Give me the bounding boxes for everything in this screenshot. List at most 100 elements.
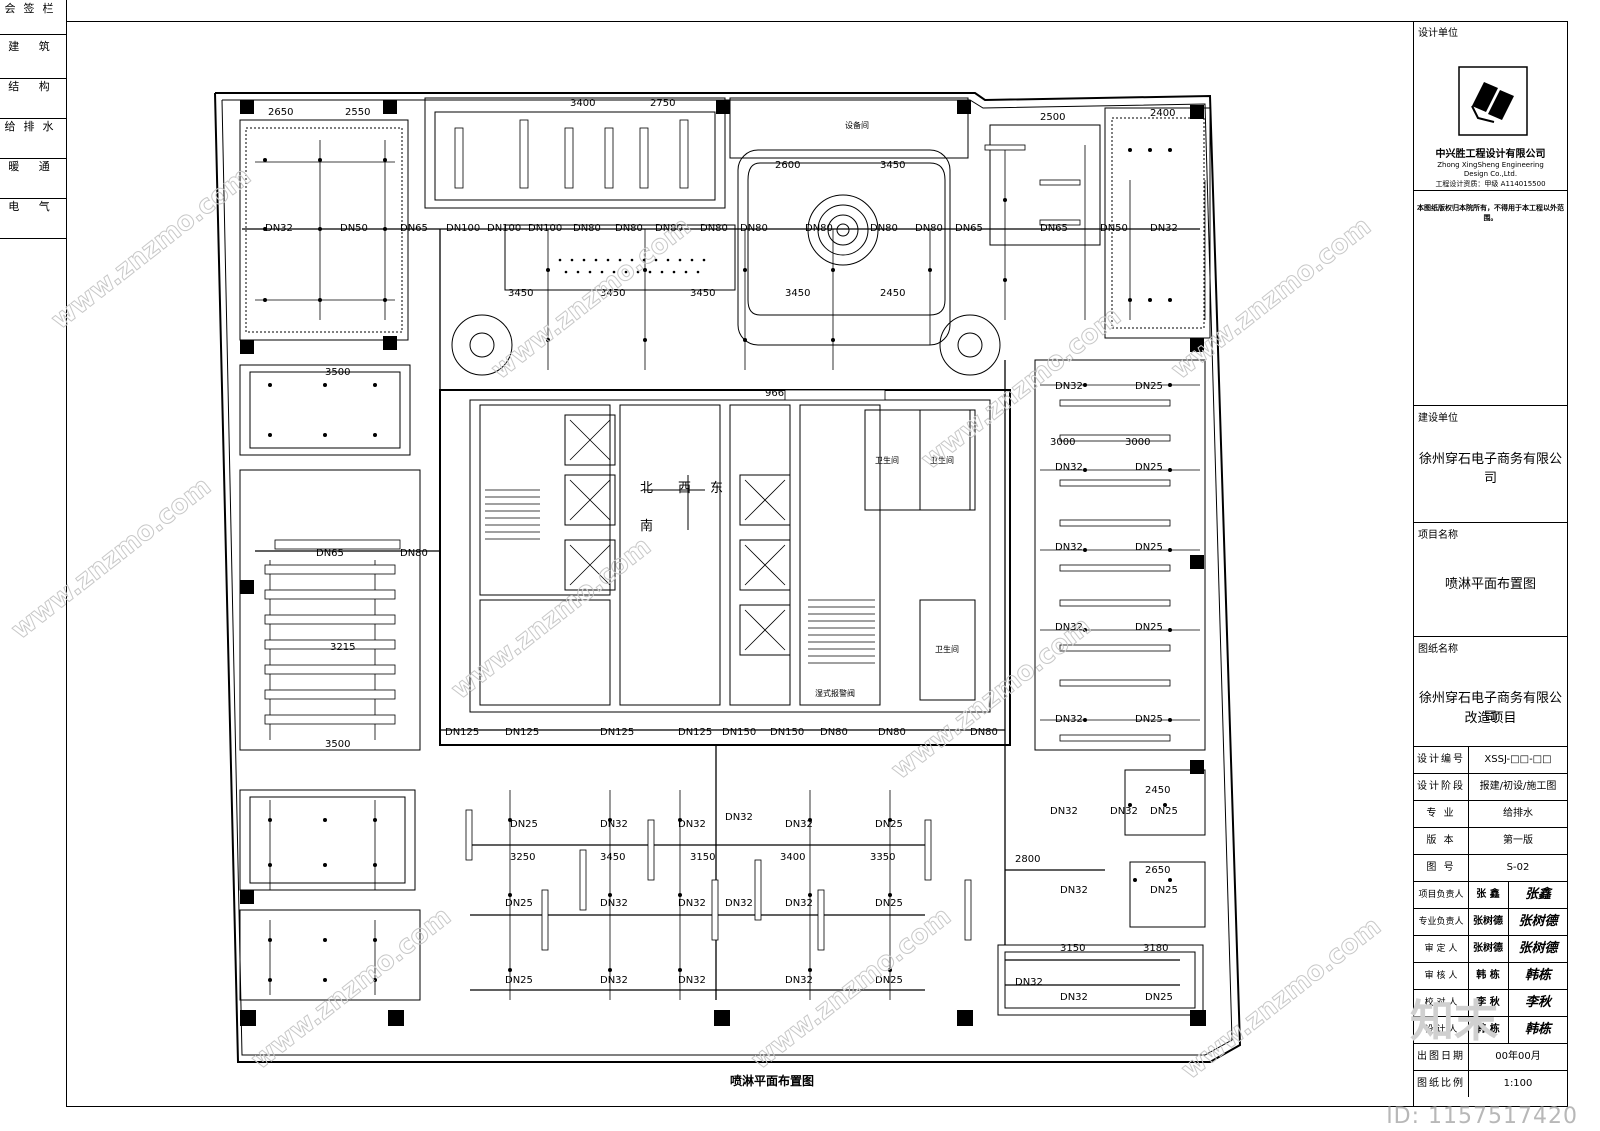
dim-label: 3180	[1143, 943, 1168, 954]
pipe-label: DN150	[770, 727, 804, 738]
client-section: 建设单位 徐州穿石电子商务有限公司	[1414, 406, 1567, 523]
dim-label: 3450	[508, 288, 533, 299]
image-id-watermark: ID: 1157517420	[1386, 1104, 1578, 1129]
signature: 韩栋	[1508, 963, 1567, 989]
elevator-bank-right	[729, 404, 791, 706]
pipe-label: DN25	[1135, 542, 1163, 553]
signature: 张树德	[1508, 909, 1567, 935]
design-unit-caption: 设计单位	[1418, 28, 1458, 39]
pipe-label: DN80	[740, 223, 768, 234]
pipe-label: DN32	[1055, 714, 1083, 725]
pipe-label: DN25	[875, 898, 903, 909]
pool-dots	[558, 258, 706, 274]
compass-cross	[645, 475, 705, 530]
dim-label: 2650	[1145, 865, 1170, 876]
dim-label: 3400	[780, 852, 805, 863]
pipe-label: DN65	[400, 223, 428, 234]
pipe-label: DN32	[1150, 223, 1178, 234]
room-left-2	[239, 364, 411, 456]
pipe-label: DN32	[1055, 462, 1083, 473]
brand-logo-watermark: 知末	[1410, 996, 1498, 1047]
pipe-label: DN50	[340, 223, 368, 234]
pipe-label: DN32	[678, 975, 706, 986]
compass-north: 北	[640, 481, 653, 496]
pipe-label: DN65	[316, 548, 344, 559]
pipe-label: DN65	[955, 223, 983, 234]
fountain-outer	[807, 194, 879, 266]
pipe-label: DN32	[1055, 542, 1083, 553]
people-row-reviewer: 审 核 人 韩 栋 韩栋	[1414, 963, 1567, 990]
column-round-left	[451, 314, 513, 376]
stair-hatch-right	[808, 599, 875, 664]
pipe-label: DN25	[1135, 622, 1163, 633]
pipe-label: DN32	[600, 819, 628, 830]
pipe-label: DN80	[820, 727, 848, 738]
dim-label: 3250	[510, 852, 535, 863]
pipe-label: DN100	[446, 223, 480, 234]
column-round-right	[939, 314, 1001, 376]
stair-right	[799, 404, 881, 706]
dim-label: 3400	[570, 98, 595, 109]
pipe-label: DN80	[915, 223, 943, 234]
valve-room-label: 湿式报警阀	[815, 688, 855, 698]
drawing-name-section: 图纸名称 徐州穿石电子商务有限公司 改造项目	[1414, 637, 1567, 747]
core-block	[439, 389, 1011, 746]
toilet-2	[919, 599, 976, 701]
dim-label: 2400	[1150, 108, 1175, 119]
elevator-x-marks	[569, 419, 786, 651]
client-name: 徐州穿石电子商务有限公司	[1418, 452, 1562, 486]
pipe-label: DN150	[722, 727, 756, 738]
signoff-row-electrical: 电 气	[0, 198, 66, 239]
pipe-label: DN32	[600, 898, 628, 909]
structural-columns	[240, 100, 1206, 1026]
watermark: www.znzmo.com	[746, 902, 957, 1076]
project-caption: 项目名称	[1418, 530, 1458, 541]
watermark: www.znzmo.com	[446, 532, 657, 706]
pipe-label: DN32	[1055, 381, 1083, 392]
dim-label: 3450	[690, 288, 715, 299]
dim-label: 3500	[325, 367, 350, 378]
pipe-label: DN32	[725, 812, 753, 823]
pipe-label: DN32	[1060, 992, 1088, 1003]
pipe-label: DN32	[1110, 806, 1138, 817]
pipe-label: DN100	[487, 223, 521, 234]
room-left-5	[239, 909, 421, 1001]
pipe-label: DN80	[878, 727, 906, 738]
pipe-label: DN125	[678, 727, 712, 738]
people-row-discipline-lead: 专业负责人 张树德 张树德	[1414, 909, 1567, 936]
pipe-label: DN80	[400, 548, 428, 559]
drawing-frame	[66, 21, 1568, 1107]
toilet-1	[864, 409, 971, 511]
pipe-label: DN100	[528, 223, 562, 234]
drawing-name-line2: 改造项目	[1464, 711, 1517, 726]
dim-label: 2750	[650, 98, 675, 109]
people-row-designer: 设 计 人 韩 栋 韩栋	[1414, 1017, 1567, 1044]
watermark: www.znzmo.com	[246, 902, 457, 1076]
pipe-label: DN125	[505, 727, 539, 738]
company-name-en-1: Zhong XingSheng Engineering	[1437, 161, 1544, 169]
signoff-strip: 会签栏 建 筑 结 构 给排水 暖 通 电 气	[0, 0, 67, 239]
compass-east: 东	[710, 481, 723, 496]
signature: 李秋	[1508, 990, 1567, 1016]
dim-label: 3215	[330, 642, 355, 653]
dim-label: 3450	[785, 288, 810, 299]
pipe-label: DN25	[1135, 381, 1163, 392]
watermark: www.znzmo.com	[916, 302, 1127, 476]
room-label-toilet: 卫生间	[935, 644, 959, 654]
room-top-left	[239, 119, 409, 341]
room-top-right	[989, 124, 1101, 246]
pipe-label: DN25	[1150, 806, 1178, 817]
pipe-label: DN32	[785, 819, 813, 830]
pipe-label: DN80	[970, 727, 998, 738]
copyright-section: 本图纸版权归本院所有，不得用于本工程以外范围。	[1414, 191, 1567, 406]
dim-label: 2450	[1145, 785, 1170, 796]
pipe-label: DN32	[785, 975, 813, 986]
sprinkler-heads	[263, 148, 1172, 982]
info-row-discipline: 专 业给排水	[1414, 801, 1567, 828]
pipe-label: DN80	[870, 223, 898, 234]
pipe-label: DN25	[875, 975, 903, 986]
room-label-toilet: 卫生间	[875, 455, 899, 465]
sprinkler-floor-plan: DN32 DN50 DN65 DN100 DN100 DN100 DN80 DN…	[5, 92, 1387, 1088]
people-row-project-lead: 项目负责人 张 鑫 张鑫	[1414, 882, 1567, 909]
